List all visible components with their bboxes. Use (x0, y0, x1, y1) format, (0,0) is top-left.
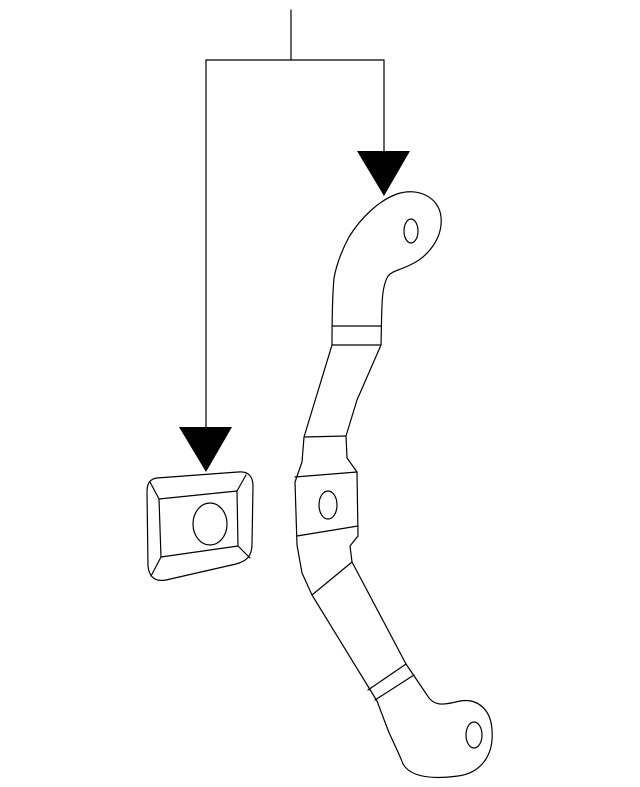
bar-band-middle (303, 435, 347, 438)
bar-band-lower (311, 561, 353, 596)
bushing-bevel-tr (236, 474, 247, 492)
arrowhead-bushing-icon (179, 427, 232, 472)
stabilizer-bar-icon (294, 191, 493, 779)
bar-clamp-bottom (296, 525, 359, 537)
bar-hole-bottom (465, 721, 483, 749)
bar-band-lower2-top (367, 663, 407, 691)
bushing-bevel-bl (150, 556, 162, 577)
stabilizer-bar-outline (294, 191, 493, 779)
bar-hole-middle (318, 490, 338, 520)
bar-band-lower2-bottom (374, 674, 415, 701)
bushing-hole (192, 502, 228, 546)
bushing-bevel-br (237, 545, 251, 559)
bushing-icon (146, 471, 254, 582)
bar-clamp-top (294, 471, 358, 478)
bar-hole-top (403, 218, 419, 244)
callout-leaders (205, 9, 385, 431)
bushing-bevel-tl (149, 481, 160, 500)
arrowhead-bar-icon (357, 151, 410, 196)
